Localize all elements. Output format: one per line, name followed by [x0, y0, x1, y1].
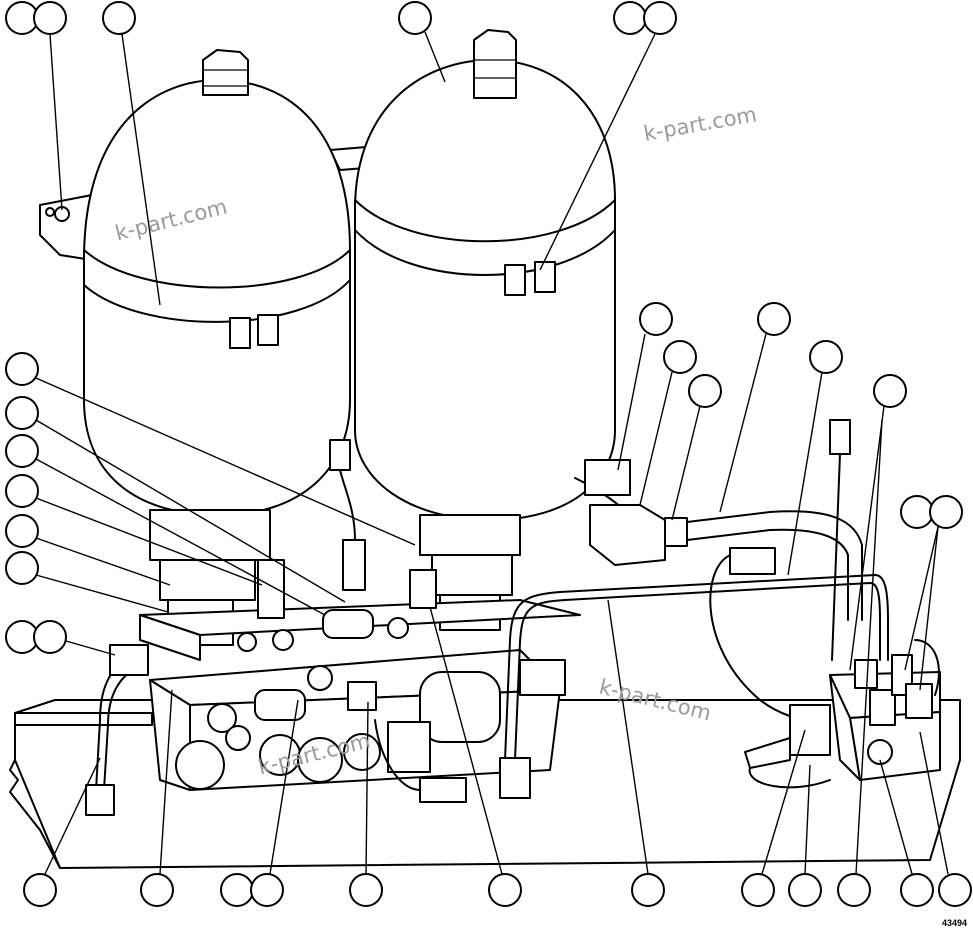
- callout-circle: [741, 873, 775, 907]
- leader-line: [35, 458, 326, 616]
- callout-circle: [349, 873, 383, 907]
- callout-circle: [643, 1, 677, 35]
- leader-line: [904, 526, 939, 671]
- leader-line: [607, 599, 649, 875]
- leader-line: [617, 333, 646, 471]
- leader-line: [35, 574, 169, 613]
- leader-line: [35, 419, 346, 603]
- callout-circle: [900, 495, 934, 529]
- figure-number: 43494: [941, 918, 967, 928]
- right-valve-block: [744, 639, 941, 789]
- leader-line: [49, 33, 63, 211]
- callout-circle: [929, 495, 963, 529]
- leader-line: [787, 371, 823, 576]
- leader-line: [761, 729, 806, 875]
- leader-line: [35, 497, 263, 586]
- callout-circle: [5, 396, 39, 430]
- leader-line: [159, 689, 173, 875]
- callout-circle: [938, 873, 972, 907]
- leader-line: [719, 333, 767, 513]
- callout-circle: [631, 873, 665, 907]
- pressure-sensors: [254, 439, 467, 803]
- callout-circle: [23, 873, 57, 907]
- callout-circle: [757, 302, 791, 336]
- callout-circle: [102, 1, 136, 35]
- leader-line: [804, 764, 811, 875]
- callout-circle: [5, 551, 39, 585]
- callout-circle: [5, 352, 39, 386]
- right-accumulator: [354, 29, 616, 631]
- leader-line: [121, 33, 161, 306]
- left-accumulator: [83, 49, 351, 646]
- callout-circle: [663, 340, 697, 374]
- leader-line: [269, 699, 299, 875]
- callout-circle: [250, 873, 284, 907]
- leader-line: [35, 537, 171, 586]
- leader-line: [35, 377, 416, 546]
- callout-circle: [488, 873, 522, 907]
- callout-circle: [788, 873, 822, 907]
- leader-line: [65, 640, 116, 656]
- leader-line: [365, 701, 369, 875]
- leader-line: [429, 606, 503, 875]
- callout-circle: [220, 873, 254, 907]
- leader-line: [539, 33, 656, 271]
- callout-circle: [837, 873, 871, 907]
- callout-circle: [5, 474, 39, 508]
- leader-line: [639, 371, 673, 506]
- callout-circle: [873, 374, 907, 408]
- leader-lines: [35, 31, 949, 875]
- leader-line: [44, 757, 101, 875]
- callout-circle: [688, 374, 722, 408]
- callout-circle: [5, 434, 39, 468]
- leader-line: [855, 419, 883, 875]
- leader-line: [671, 405, 701, 521]
- leader-line: [424, 31, 446, 83]
- callout-circle: [140, 873, 174, 907]
- leader-line: [919, 526, 939, 691]
- callout-circle: [639, 302, 673, 336]
- callout-circle: [5, 514, 39, 548]
- leader-line: [879, 759, 913, 875]
- callout-circle: [613, 1, 647, 35]
- callout-circle: [33, 1, 67, 35]
- leader-line: [849, 405, 885, 671]
- callout-circle: [809, 340, 843, 374]
- leader-line: [919, 731, 949, 875]
- callout-circle: [398, 1, 432, 35]
- callout-circle: [33, 620, 67, 654]
- callout-circle: [900, 873, 934, 907]
- callout-circles: [5, 1, 972, 907]
